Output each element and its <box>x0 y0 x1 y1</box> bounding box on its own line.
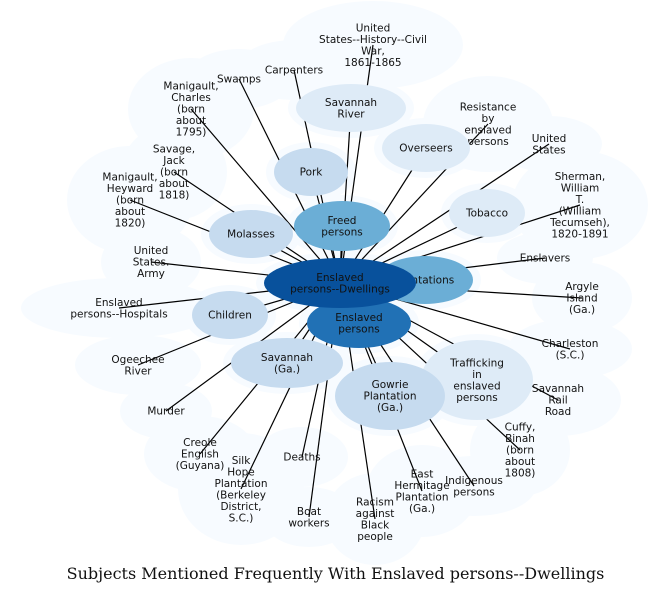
node-savannah-ga[interactable]: Savannah(Ga.) <box>231 338 343 388</box>
node-shape-gowrie <box>335 362 445 430</box>
node-shape-trafficking <box>421 340 533 420</box>
node-shape-savannah-river <box>296 84 406 132</box>
node-label-overseers: Overseers <box>399 143 452 155</box>
node-deaths[interactable]: Deaths <box>283 452 320 464</box>
edge-savannah-river <box>339 107 352 284</box>
edge-manigault-charles <box>190 108 341 284</box>
node-shape-overseers <box>382 124 470 172</box>
node-label-carpenters: Carpenters <box>265 65 323 77</box>
node-enslavers[interactable]: Enslavers <box>520 253 571 265</box>
node-children[interactable]: Children <box>192 291 268 339</box>
node-shape-pork <box>274 148 348 196</box>
node-pork[interactable]: Pork <box>274 148 348 196</box>
node-label-children: Children <box>208 310 252 322</box>
node-label-murder: Murder <box>147 406 185 418</box>
node-shape-savannah-ga <box>231 338 343 388</box>
node-swamps[interactable]: Swamps <box>217 74 261 86</box>
node-shape-children <box>192 291 268 339</box>
node-shape-molasses <box>209 210 293 258</box>
node-murder[interactable]: Murder <box>147 406 185 418</box>
node-shape-freed-persons <box>294 201 390 251</box>
edge-united-states <box>339 143 550 284</box>
node-shape-hub <box>264 258 416 308</box>
node-tobacco[interactable]: Tobacco <box>449 189 525 237</box>
node-charleston[interactable]: Charleston(S.C.) <box>542 338 599 362</box>
node-label-enslavers: Enslavers <box>520 253 571 265</box>
node-label-tobacco: Tobacco <box>465 208 508 220</box>
node-molasses[interactable]: Molasses <box>209 210 293 258</box>
node-shape-enslaved-persons <box>307 298 411 348</box>
node-label-molasses: Molasses <box>227 229 275 241</box>
node-overseers[interactable]: Overseers <box>382 124 470 172</box>
node-label-deaths: Deaths <box>283 452 320 464</box>
node-label-pork: Pork <box>300 167 324 179</box>
node-label-savannah-ga: Savannah(Ga.) <box>261 352 313 376</box>
diagram-caption: Subjects Mentioned Frequently With Ensla… <box>66 564 605 583</box>
node-shape-tobacco <box>449 189 525 237</box>
node-label-swamps: Swamps <box>217 74 261 86</box>
node-label-charleston: Charleston(S.C.) <box>542 338 599 362</box>
node-carpenters[interactable]: Carpenters <box>265 65 323 77</box>
